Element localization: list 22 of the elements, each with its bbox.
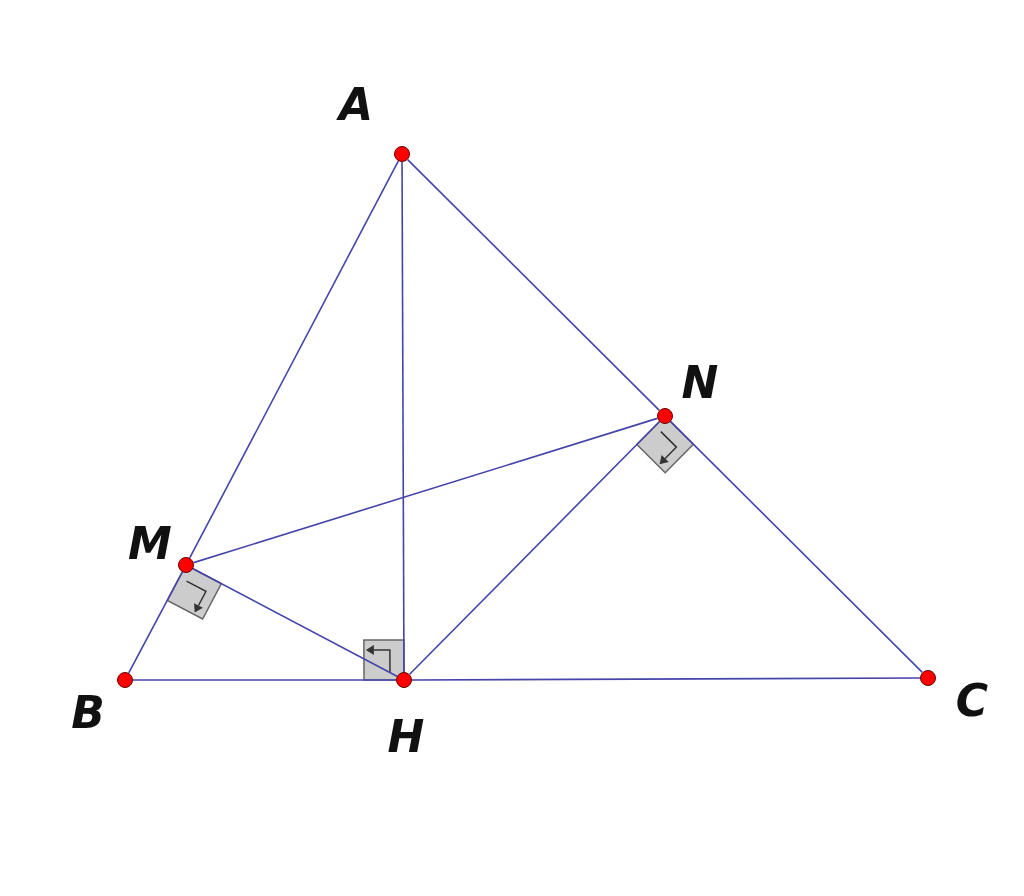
point-dot bbox=[657, 408, 673, 424]
line-segment bbox=[408, 420, 661, 676]
point-label: H bbox=[387, 710, 425, 762]
line-segment bbox=[192, 417, 659, 564]
point-dot bbox=[396, 672, 412, 688]
point-dot bbox=[178, 557, 194, 573]
line-segment bbox=[401, 161, 405, 673]
point-label: C bbox=[955, 674, 989, 726]
point-label: A bbox=[338, 78, 374, 130]
line-segment bbox=[132, 679, 397, 681]
point-dot bbox=[117, 672, 133, 688]
point-label: B bbox=[71, 686, 105, 738]
line-segment bbox=[669, 420, 924, 674]
point-dot bbox=[394, 146, 410, 162]
line-segment bbox=[188, 160, 400, 559]
point-label: N bbox=[681, 356, 719, 408]
line-segment bbox=[127, 571, 184, 674]
line-segment bbox=[411, 677, 921, 681]
point-dot bbox=[920, 670, 936, 686]
point-label: M bbox=[128, 517, 172, 569]
line-segment bbox=[192, 567, 398, 678]
line-segment bbox=[406, 158, 661, 412]
